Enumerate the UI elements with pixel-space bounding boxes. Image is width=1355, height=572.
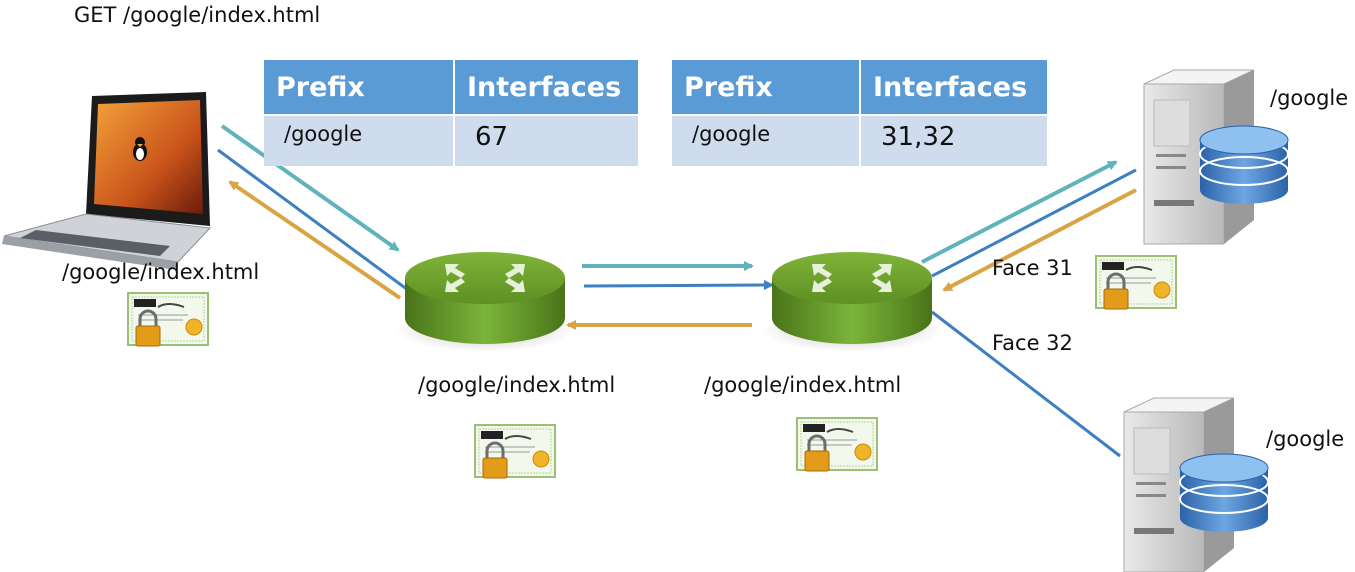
table-header-prefix: Prefix <box>264 60 455 115</box>
table-cell-interfaces: 67 <box>454 114 638 166</box>
face32-label: Face 32 <box>992 331 1073 355</box>
server-icon <box>1123 397 1269 572</box>
request-label: GET /google/index.html <box>74 3 321 27</box>
certificate-icon <box>126 291 210 348</box>
link-router2-server-bottom <box>931 310 1121 458</box>
link-laptop-router1 <box>217 148 409 292</box>
certificate-icon <box>795 416 879 473</box>
router1-content-label: /google/index.html <box>418 373 616 397</box>
table-cell-prefix: /google <box>264 114 455 166</box>
certificate-icon <box>1094 254 1178 311</box>
server-bottom-prefix-label: /google <box>1266 427 1345 451</box>
certificate-icon <box>473 423 557 480</box>
fib-table-router2: Prefix Interfaces /google 31,32 <box>672 60 1047 166</box>
router-icon <box>395 252 575 352</box>
table-cell-interfaces: 31,32 <box>860 114 1047 166</box>
interest-arrow-router2-server <box>921 160 1118 264</box>
table-header-prefix: Prefix <box>672 60 861 115</box>
table-header-interfaces: Interfaces <box>860 60 1047 115</box>
data-arrow-server-router2 <box>942 188 1137 292</box>
server-icon <box>1143 69 1289 245</box>
table-cell-prefix: /google <box>672 114 861 166</box>
interest-arrow-laptop-router1 <box>220 124 400 252</box>
link-router2-server-top <box>931 168 1137 278</box>
router-icon <box>762 252 942 352</box>
table-header-interfaces: Interfaces <box>454 60 638 115</box>
laptop-icon <box>2 92 212 270</box>
fib-table-router1: Prefix Interfaces /google 67 <box>264 60 638 166</box>
face31-label: Face 31 <box>992 256 1073 280</box>
link-router1-router2 <box>583 280 774 291</box>
client-content-label: /google/index.html <box>62 260 260 284</box>
server-top-prefix-label: /google <box>1270 86 1349 110</box>
data-arrow-router1-laptop <box>228 180 402 300</box>
router2-content-label: /google/index.html <box>704 373 902 397</box>
